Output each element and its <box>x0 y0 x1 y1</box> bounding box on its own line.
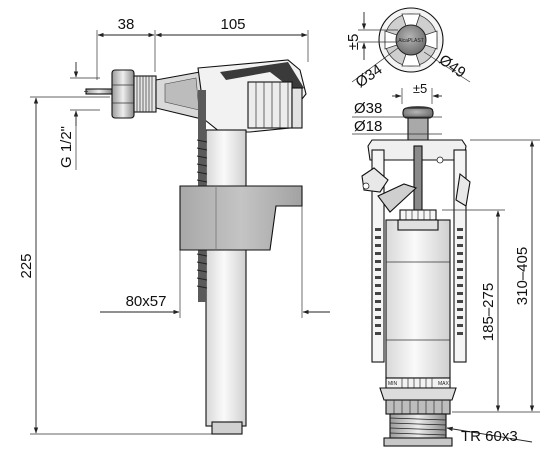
leader-dia-49 <box>423 51 471 83</box>
center-rod <box>413 145 423 213</box>
button-face <box>395 24 427 56</box>
button-top-view: AlcaPLAST ±5 Ø34 Ø49 <box>345 7 471 91</box>
dim-185-275-label: 185–275 <box>480 283 497 341</box>
dia-38-label: Ø38 <box>354 100 382 117</box>
leader-dia-34 <box>351 47 399 83</box>
scale-min-label: MIN <box>388 381 398 387</box>
tol-5-top-label: ±5 <box>345 34 362 51</box>
overflow-cylinder <box>385 219 451 379</box>
thread-tr60x3-label: TR 60x3 <box>461 428 518 445</box>
thread-g12-label: G 1/2" <box>58 126 75 168</box>
valve-housing <box>247 81 293 129</box>
scale-max-label: MAX <box>438 381 450 387</box>
fill-valve: 38 105 G 1/2" 225 <box>18 16 330 435</box>
dia-18-label: Ø18 <box>354 118 382 135</box>
button-stem <box>407 117 429 143</box>
dia-34-label: Ø34 <box>353 61 386 91</box>
valve-seat <box>379 387 457 401</box>
hex-nut <box>111 69 135 119</box>
inlet-stud <box>85 88 113 95</box>
rail-holes <box>375 228 463 335</box>
lever-arm <box>377 183 418 213</box>
dim-105-label: 105 <box>220 16 245 33</box>
leader-tr60x3 <box>446 426 533 443</box>
float-80x57-label: 80x57 <box>126 293 167 310</box>
dim-310-405-label: 310–405 <box>514 247 531 305</box>
dim-38-label: 38 <box>118 16 135 33</box>
valve-base <box>211 421 243 435</box>
dim-225-label: 225 <box>18 253 35 278</box>
valve-tube <box>205 129 247 427</box>
button-brand-label: AlcaPLAST <box>398 38 424 44</box>
float <box>179 185 303 251</box>
dia-49-label: Ø49 <box>436 51 469 81</box>
flush-button <box>402 107 434 119</box>
valve-cap <box>220 62 304 92</box>
tol-5-mid-label: ±5 <box>413 81 427 96</box>
flush-valve: ±5 Ø38 Ø18 <box>352 81 540 447</box>
outlet-nut <box>383 437 453 447</box>
clip-right <box>455 172 471 207</box>
